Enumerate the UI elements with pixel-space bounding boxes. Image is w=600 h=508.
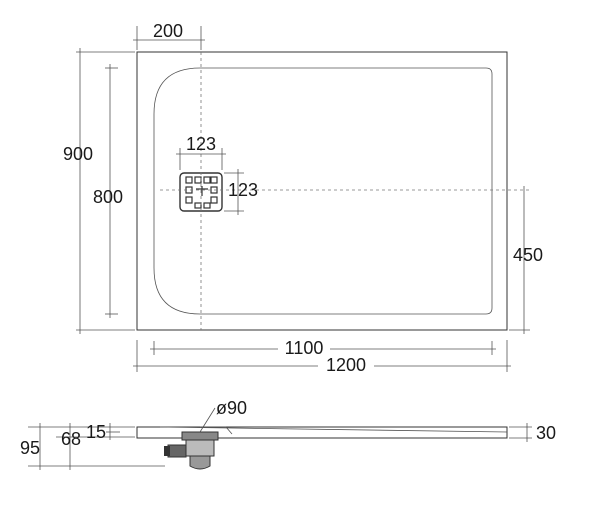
dim-800: 800	[93, 64, 123, 318]
dim-drain-height: 123	[224, 169, 258, 215]
dim-drain-center-label: 450	[513, 245, 543, 265]
dim-inner-width-label: 1100	[285, 338, 324, 358]
dim-total-height-label: 900	[63, 144, 93, 164]
section-view: ø90 95 68 15 30	[20, 398, 556, 470]
dim-section-left: 95 68 15	[20, 422, 165, 470]
dim-200: 200	[133, 21, 205, 50]
dim-width-offset-label: 200	[153, 21, 183, 41]
dim-450: 450	[509, 186, 543, 334]
dim-1100: 1100	[150, 338, 496, 358]
tray-section	[136, 426, 508, 439]
dim-edge-height-label: 30	[536, 423, 556, 443]
dim-drain-diameter: ø90	[199, 398, 247, 433]
tray-slope-line	[159, 426, 508, 433]
dim-drain-height-label: 123	[228, 180, 258, 200]
dim-1200: 1200	[133, 340, 511, 376]
dim-tray-thickness-label: 15	[86, 422, 106, 442]
dim-drain-width: 123	[176, 134, 226, 170]
dim-overall-depth-label: 95	[20, 438, 40, 458]
plan-view: 200 900 800 123 123	[63, 21, 543, 376]
dim-total-width-label: 1200	[326, 355, 366, 375]
dim-inner-height-label: 800	[93, 187, 123, 207]
drain-body	[164, 431, 219, 470]
dim-outlet-depth-label: 68	[61, 429, 81, 449]
dim-900: 900	[63, 48, 135, 334]
dim-drain-width-label: 123	[186, 134, 216, 154]
dim-edge-height: 30	[509, 423, 556, 443]
tray-basin	[153, 67, 493, 315]
tray-outline	[136, 51, 508, 331]
dim-drain-diameter-label: ø90	[216, 398, 247, 418]
